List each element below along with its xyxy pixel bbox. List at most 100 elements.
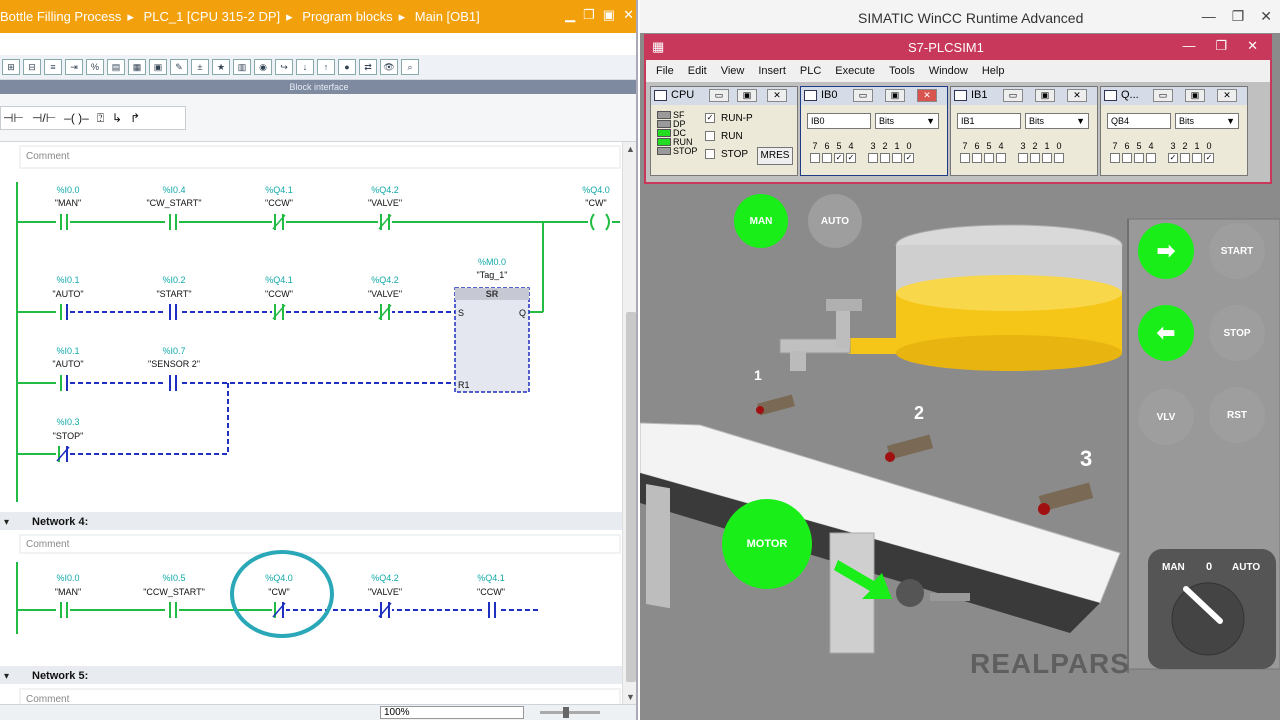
tag-name[interactable]: "CW": [585, 198, 606, 208]
bit-checkbox[interactable]: [1122, 153, 1132, 163]
contact-valve-nc[interactable]: [378, 214, 392, 230]
stop-button[interactable]: STOP: [1209, 305, 1265, 361]
breadcrumb-item[interactable]: Main [OB1]: [414, 9, 480, 24]
minimize-button[interactable]: ▁: [565, 7, 576, 22]
tag-name[interactable]: "CW_START": [146, 198, 201, 208]
bit-checkbox[interactable]: [960, 153, 970, 163]
ib0-address-field[interactable]: IB0: [807, 113, 871, 129]
ib1-format-select[interactable]: Bits▼: [1025, 113, 1089, 129]
restore-button[interactable]: ❐: [1231, 8, 1245, 24]
comment-icon[interactable]: ✎: [170, 59, 188, 75]
minimize-icon[interactable]: ▭: [1153, 89, 1173, 102]
network5-header[interactable]: [0, 666, 622, 684]
layout-icon[interactable]: ▤: [107, 59, 125, 75]
absolute-operand-icon[interactable]: %: [86, 59, 104, 75]
start-arrow-button[interactable]: ➡: [1138, 223, 1194, 279]
insert-row-icon[interactable]: ≡: [44, 59, 62, 75]
vertical-scrollbar[interactable]: ▲ ▼: [622, 142, 636, 704]
start-button[interactable]: START: [1209, 223, 1265, 279]
contact-auto[interactable]: [56, 375, 70, 391]
sr-tag[interactable]: "Tag_1": [477, 270, 508, 280]
close-icon[interactable]: ✕: [917, 89, 937, 102]
network5-comment-box[interactable]: [19, 688, 621, 704]
restore-button[interactable]: ❐: [583, 7, 595, 22]
block-icon[interactable]: ▦: [128, 59, 146, 75]
bit-checkbox[interactable]: ✓: [834, 153, 844, 163]
tag-name[interactable]: "CCW": [265, 289, 293, 299]
collapse-icon[interactable]: ▾: [4, 671, 9, 682]
qb4-address-field[interactable]: QB4: [1107, 113, 1171, 129]
rst-button[interactable]: RST: [1209, 387, 1265, 443]
contact-cw-start[interactable]: [165, 214, 179, 230]
contact-ccw-nc[interactable]: [272, 214, 286, 230]
network4-comment-box[interactable]: [19, 534, 621, 554]
monitoring-on-icon[interactable]: ⌕: [401, 59, 419, 75]
open-branch-icon[interactable]: ↳: [112, 111, 123, 125]
mres-button[interactable]: MRES: [757, 147, 793, 165]
bit-checkbox[interactable]: ✓: [1168, 153, 1178, 163]
bit-checkbox[interactable]: ✓: [904, 153, 914, 163]
menu-view[interactable]: View: [720, 65, 745, 77]
bit-checkbox[interactable]: [880, 153, 890, 163]
tag-name[interactable]: "SENSOR 2": [148, 359, 200, 369]
menu-edit[interactable]: Edit: [687, 65, 707, 77]
next-icon[interactable]: ↓: [296, 59, 314, 75]
menu-insert[interactable]: Insert: [758, 65, 786, 77]
bit-checkbox[interactable]: [996, 153, 1006, 163]
close-branch-icon[interactable]: ↱: [130, 111, 141, 125]
maximize-button[interactable]: ▣: [602, 7, 616, 22]
maximize-icon[interactable]: ▣: [885, 89, 905, 102]
selector-handle[interactable]: [1183, 586, 1223, 624]
close-icon[interactable]: ✕: [767, 89, 787, 102]
bit-checkbox[interactable]: [1054, 153, 1064, 163]
network3-comment-box[interactable]: [19, 145, 621, 169]
contact-ccw-start[interactable]: [165, 602, 179, 618]
stop-arrow-button[interactable]: ⬅: [1138, 305, 1194, 361]
network4-header[interactable]: [0, 512, 622, 530]
coil-icon[interactable]: –( )–: [64, 111, 89, 125]
minimize-button[interactable]: —: [1201, 8, 1216, 24]
scroll-up-icon[interactable]: ▲: [626, 144, 635, 154]
mode-run-p-checkbox[interactable]: ✓: [705, 113, 715, 123]
contact-ccw-nc[interactable]: [272, 304, 286, 320]
bit-checkbox[interactable]: [1110, 153, 1120, 163]
bit-checkbox[interactable]: ✓: [1204, 153, 1214, 163]
add-row-icon[interactable]: ⇥: [65, 59, 83, 75]
insert-network-icon[interactable]: ⊞: [2, 59, 20, 75]
bit-checkbox[interactable]: [1042, 153, 1052, 163]
minimize-button[interactable]: —: [1182, 38, 1196, 53]
close-icon[interactable]: ✕: [1067, 89, 1087, 102]
favorites-icon[interactable]: ★: [212, 59, 230, 75]
contact-auto[interactable]: [56, 304, 70, 320]
zoom-slider-knob[interactable]: [563, 707, 569, 718]
zoom-select[interactable]: 100%: [380, 706, 524, 719]
breadcrumb-item[interactable]: PLC_1 [CPU 315-2 DP]: [143, 9, 281, 24]
expand-icon[interactable]: ±: [191, 59, 209, 75]
nc-contact-icon[interactable]: ⊣/⊢: [31, 111, 57, 125]
tag-name[interactable]: "CCW": [265, 198, 293, 208]
contact-man[interactable]: [56, 214, 70, 230]
scroll-down-icon[interactable]: ▼: [626, 692, 635, 702]
bit-checkbox[interactable]: [822, 153, 832, 163]
tag-name[interactable]: "MAN": [55, 198, 81, 208]
close-icon[interactable]: ✕: [1217, 89, 1237, 102]
bit-checkbox[interactable]: [892, 153, 902, 163]
bit-checkbox[interactable]: [1192, 153, 1202, 163]
window-icon[interactable]: ▣: [149, 59, 167, 75]
bit-checkbox[interactable]: [984, 153, 994, 163]
tag-name[interactable]: "START": [156, 289, 191, 299]
coil-cw[interactable]: [588, 213, 612, 231]
contact-valve-nc[interactable]: [378, 304, 392, 320]
maximize-icon[interactable]: ▣: [1185, 89, 1205, 102]
zoom-slider[interactable]: [540, 711, 600, 714]
bit-checkbox[interactable]: [1146, 153, 1156, 163]
ib0-format-select[interactable]: Bits▼: [875, 113, 939, 129]
menu-plc[interactable]: PLC: [799, 65, 822, 77]
bit-checkbox[interactable]: [1030, 153, 1040, 163]
close-button[interactable]: ✕: [623, 7, 634, 22]
menu-window[interactable]: Window: [928, 65, 968, 77]
menu-tools[interactable]: Tools: [889, 65, 915, 77]
scroll-thumb[interactable]: [626, 312, 636, 682]
close-button[interactable]: ✕: [1260, 8, 1272, 24]
bit-checkbox[interactable]: [1180, 153, 1190, 163]
